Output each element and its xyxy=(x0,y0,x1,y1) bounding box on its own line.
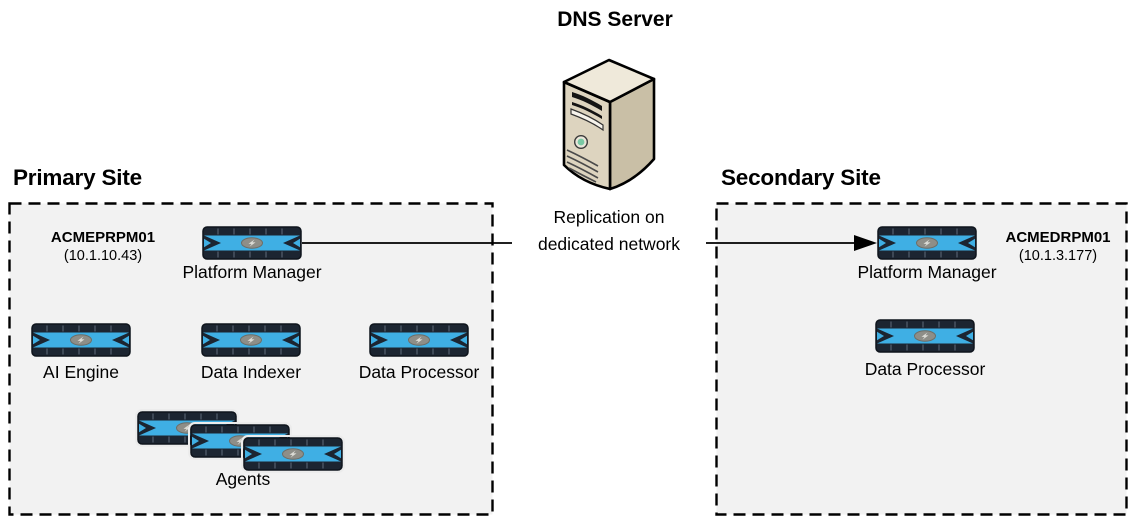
data-indexer-icon xyxy=(201,323,301,357)
data-indexer-label: Data Indexer xyxy=(200,362,302,382)
secondary-data-processor-label: Data Processor xyxy=(864,359,986,379)
secondary-ip: (10.1.3.177) xyxy=(1018,248,1098,264)
primary-platform-manager-label: Platform Manager xyxy=(182,262,322,282)
secondary-hostname: ACMEDRPM01 xyxy=(1005,229,1111,246)
dns-server-label: DNS Server xyxy=(557,8,673,31)
secondary-data-processor-icon xyxy=(875,319,975,353)
agents-label: Agents xyxy=(215,469,271,489)
primary-data-processor-label: Data Processor xyxy=(358,362,480,382)
agent-icon-3 xyxy=(243,437,343,471)
secondary-site-title: Secondary Site xyxy=(721,165,881,190)
primary-site-title: Primary Site xyxy=(13,165,142,190)
ai-engine-icon xyxy=(31,323,131,357)
primary-ip: (10.1.10.43) xyxy=(63,248,143,264)
secondary-host-block: ACMEDRPM01 (10.1.3.177) xyxy=(993,228,1123,266)
tower-server-icon xyxy=(562,58,656,191)
primary-platform-manager-icon xyxy=(202,226,302,260)
secondary-platform-manager-icon xyxy=(877,226,977,260)
primary-hostname: ACMEPRPM01 xyxy=(50,229,156,246)
primary-host-block: ACMEPRPM01 (10.1.10.43) xyxy=(33,228,173,266)
replication-label: Replication on dedicated network xyxy=(512,204,706,258)
primary-data-processor-icon xyxy=(369,323,469,357)
secondary-platform-manager-label: Platform Manager xyxy=(857,262,997,282)
replication-label-line2: dedicated network xyxy=(537,234,681,254)
ai-engine-label: AI Engine xyxy=(43,362,119,382)
replication-label-line1: Replication on xyxy=(553,207,665,227)
